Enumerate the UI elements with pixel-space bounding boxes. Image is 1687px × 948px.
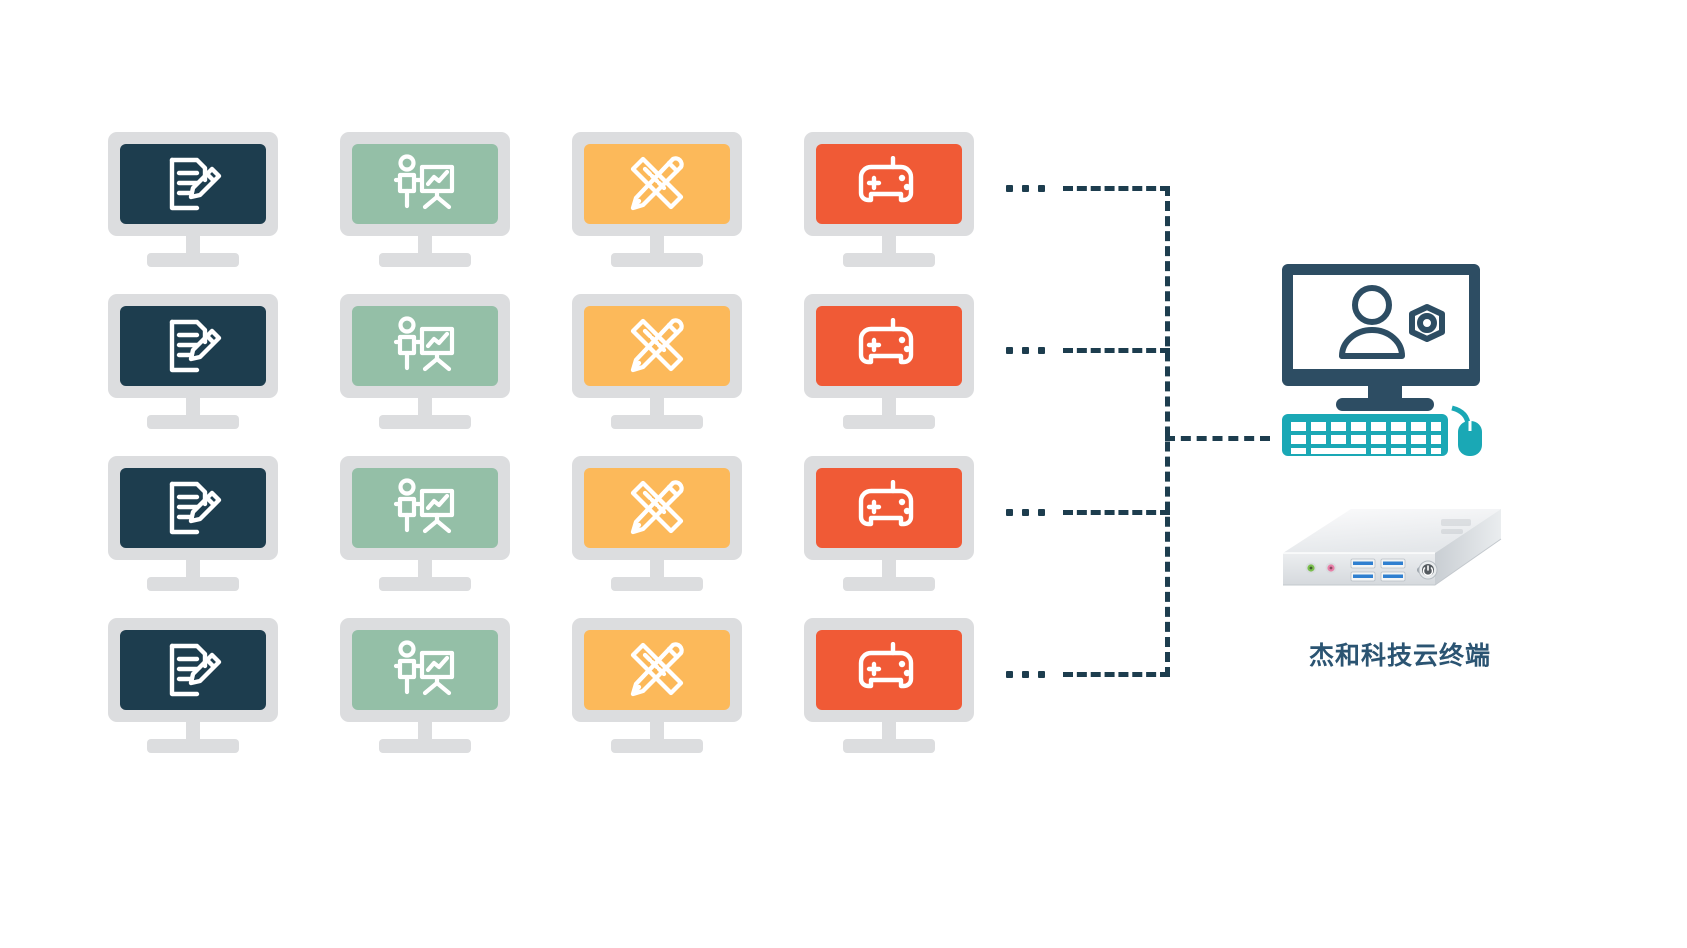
monitor-neck bbox=[418, 722, 432, 741]
mini-pc-icon[interactable] bbox=[1265, 495, 1505, 615]
client-monitor-grid bbox=[108, 132, 1008, 762]
ellipsis-row-4 bbox=[1006, 671, 1045, 678]
monitor-neck bbox=[882, 236, 896, 255]
client-monitor-gaming-r2[interactable] bbox=[804, 294, 974, 430]
document-pencil-icon bbox=[162, 317, 224, 375]
monitor-neck bbox=[650, 722, 664, 741]
monitor-base bbox=[379, 577, 471, 591]
monitor-screen bbox=[816, 306, 962, 386]
client-monitor-design-r1[interactable] bbox=[572, 132, 742, 268]
client-monitor-documents-r4[interactable] bbox=[108, 618, 278, 754]
monitor-base bbox=[843, 577, 935, 591]
monitor-screen bbox=[816, 468, 962, 548]
monitor-screen bbox=[584, 144, 730, 224]
keyboard-icon bbox=[1282, 414, 1448, 456]
monitor-base bbox=[843, 739, 935, 753]
monitor-neck bbox=[650, 398, 664, 417]
monitor-neck bbox=[186, 560, 200, 579]
monitor-screen bbox=[120, 630, 266, 710]
gamepad-icon bbox=[854, 318, 924, 374]
monitor-base bbox=[147, 415, 239, 429]
monitor-screen bbox=[584, 306, 730, 386]
gamepad-icon bbox=[854, 642, 924, 698]
client-monitor-documents-r2[interactable] bbox=[108, 294, 278, 430]
monitor-neck bbox=[186, 236, 200, 255]
client-monitor-gaming-r3[interactable] bbox=[804, 456, 974, 592]
presenter-board-chart-icon bbox=[392, 316, 458, 376]
client-monitor-presentation-r2[interactable] bbox=[340, 294, 510, 430]
connector-branch-row-3 bbox=[1063, 510, 1170, 515]
monitor-base bbox=[379, 739, 471, 753]
monitor-screen bbox=[120, 468, 266, 548]
monitor-base bbox=[147, 577, 239, 591]
connector-branch-row-1 bbox=[1063, 186, 1170, 191]
monitor-base bbox=[147, 739, 239, 753]
monitor-base bbox=[843, 415, 935, 429]
user-gear-icon bbox=[1339, 285, 1445, 359]
monitor-neck bbox=[882, 398, 896, 417]
client-monitor-design-r4[interactable] bbox=[572, 618, 742, 754]
monitor-screen bbox=[816, 630, 962, 710]
monitor-neck bbox=[418, 236, 432, 255]
pencil-ruler-icon bbox=[625, 153, 689, 215]
connector-stem-to-terminal bbox=[1165, 436, 1270, 441]
monitor-screen bbox=[584, 468, 730, 548]
monitor-base bbox=[147, 253, 239, 267]
monitor-base bbox=[379, 415, 471, 429]
pencil-ruler-icon bbox=[625, 477, 689, 539]
presenter-board-chart-icon bbox=[392, 154, 458, 214]
cloud-terminal-workstation[interactable] bbox=[1280, 258, 1490, 458]
client-monitor-presentation-r4[interactable] bbox=[340, 618, 510, 754]
presenter-board-chart-icon bbox=[392, 478, 458, 538]
connector-branch-row-4 bbox=[1063, 672, 1170, 677]
monitor-neck bbox=[186, 398, 200, 417]
client-monitor-documents-r3[interactable] bbox=[108, 456, 278, 592]
monitor-screen bbox=[352, 144, 498, 224]
mouse-icon bbox=[1451, 405, 1482, 456]
gamepad-icon bbox=[854, 480, 924, 536]
monitor-base bbox=[379, 253, 471, 267]
terminal-label: 杰和科技云终端 bbox=[1308, 642, 1491, 670]
monitor-neck bbox=[882, 722, 896, 741]
monitor-base bbox=[611, 415, 703, 429]
front-port-cluster bbox=[1305, 558, 1438, 582]
presenter-board-chart-icon bbox=[392, 640, 458, 700]
monitor-screen bbox=[352, 468, 498, 548]
monitor-screen bbox=[584, 630, 730, 710]
connector-branch-row-2 bbox=[1063, 348, 1170, 353]
document-pencil-icon bbox=[162, 155, 224, 213]
monitor-neck bbox=[650, 236, 664, 255]
ellipsis-row-2 bbox=[1006, 347, 1045, 354]
monitor-neck bbox=[186, 722, 200, 741]
monitor-base bbox=[843, 253, 935, 267]
monitor-base bbox=[611, 253, 703, 267]
monitor-neck bbox=[650, 560, 664, 579]
monitor-neck bbox=[882, 560, 896, 579]
monitor-screen bbox=[352, 630, 498, 710]
connector-trunk bbox=[1165, 186, 1170, 677]
client-monitor-documents-r1[interactable] bbox=[108, 132, 278, 268]
monitor-base bbox=[611, 577, 703, 591]
pencil-ruler-icon bbox=[625, 639, 689, 701]
gamepad-icon bbox=[854, 156, 924, 212]
client-monitor-gaming-r1[interactable] bbox=[804, 132, 974, 268]
terminal-monitor-frame bbox=[1282, 264, 1480, 411]
client-monitor-presentation-r1[interactable] bbox=[340, 132, 510, 268]
document-pencil-icon bbox=[162, 641, 224, 699]
ellipsis-row-1 bbox=[1006, 185, 1045, 192]
monitor-neck bbox=[418, 560, 432, 579]
client-monitor-design-r2[interactable] bbox=[572, 294, 742, 430]
document-pencil-icon bbox=[162, 479, 224, 537]
monitor-screen bbox=[120, 306, 266, 386]
monitor-neck bbox=[418, 398, 432, 417]
monitor-screen bbox=[352, 306, 498, 386]
monitor-base bbox=[611, 739, 703, 753]
ellipsis-row-3 bbox=[1006, 509, 1045, 516]
client-monitor-presentation-r3[interactable] bbox=[340, 456, 510, 592]
pencil-ruler-icon bbox=[625, 315, 689, 377]
monitor-screen bbox=[816, 144, 962, 224]
client-monitor-design-r3[interactable] bbox=[572, 456, 742, 592]
client-monitor-gaming-r4[interactable] bbox=[804, 618, 974, 754]
monitor-screen bbox=[120, 144, 266, 224]
